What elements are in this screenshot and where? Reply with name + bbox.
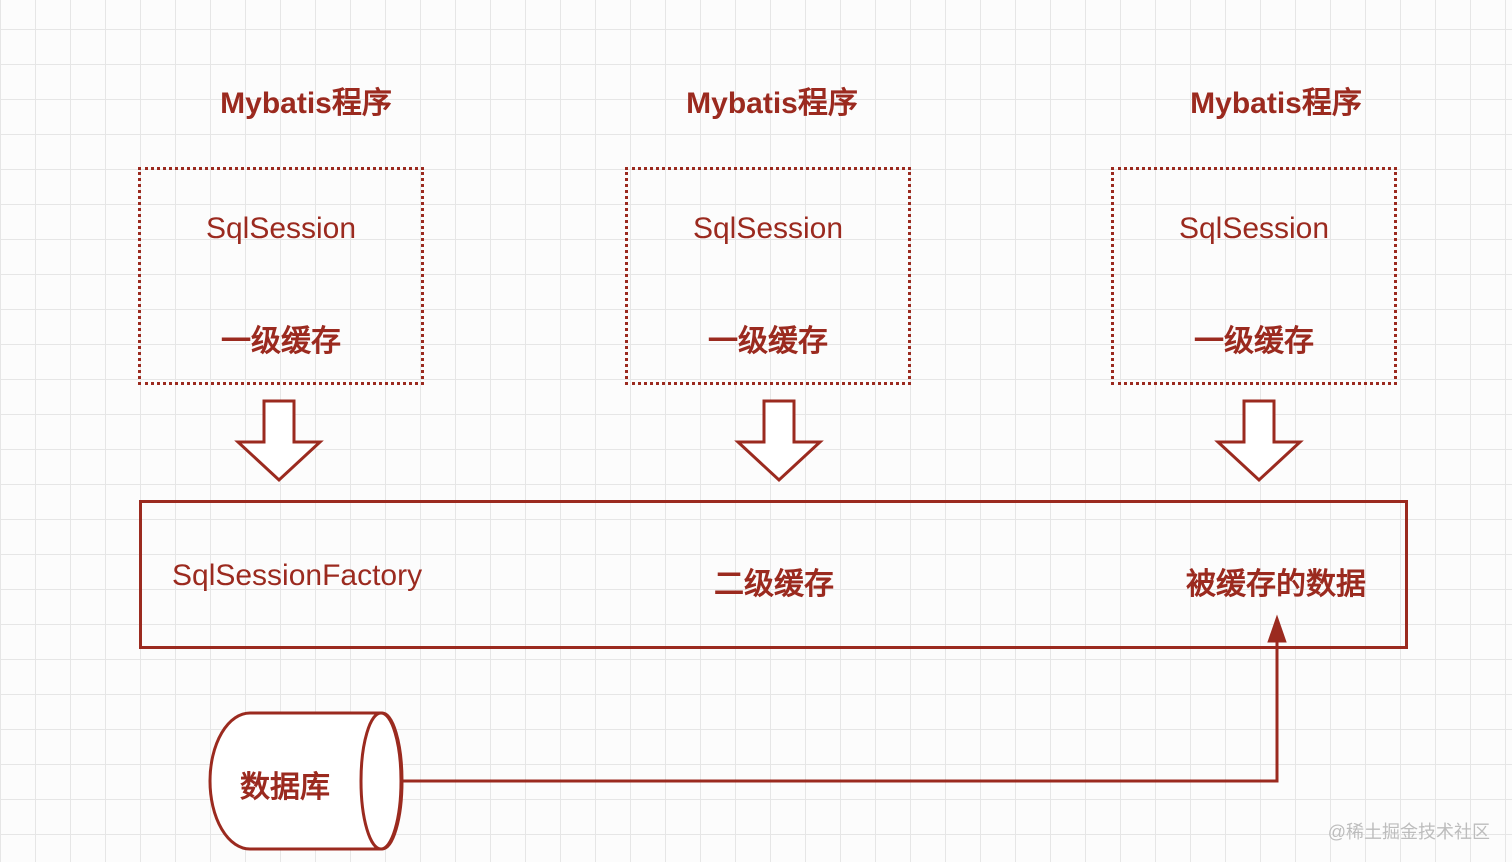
sqlsession-label: SqlSession (205, 212, 357, 245)
first-level-cache-label: 一级缓存 (221, 325, 341, 358)
database-label: 数据库 (240, 771, 330, 804)
down-arrow-icon (1214, 399, 1304, 483)
sqlsession-label: SqlSession (1178, 212, 1330, 245)
down-arrow-icon (234, 399, 324, 483)
first-level-cache-label: 一级缓存 (708, 325, 828, 358)
second-level-cache-label: 二级缓存 (714, 568, 834, 601)
watermark: @稀土掘金技术社区 (1327, 822, 1490, 842)
first-level-cache-label: 一级缓存 (1194, 325, 1314, 358)
program-title: Mybatis程序 (686, 87, 858, 120)
cached-data-label: 被缓存的数据 (1186, 568, 1366, 601)
db-to-cache-connector (402, 630, 1279, 783)
program-title: Mybatis程序 (220, 87, 392, 120)
sqlsession-box: SqlSession 一级缓存 (138, 167, 424, 385)
sqlsessionfactory-label: SqlSessionFactory (172, 559, 423, 592)
sqlsessionfactory-box: SqlSessionFactory 二级缓存 被缓存的数据 (139, 500, 1408, 649)
sqlsession-label: SqlSession (692, 212, 844, 245)
sqlsession-box: SqlSession 一级缓存 (1111, 167, 1397, 385)
program-title: Mybatis程序 (1190, 87, 1362, 120)
sqlsession-box: SqlSession 一级缓存 (625, 167, 911, 385)
down-arrow-icon (734, 399, 824, 483)
